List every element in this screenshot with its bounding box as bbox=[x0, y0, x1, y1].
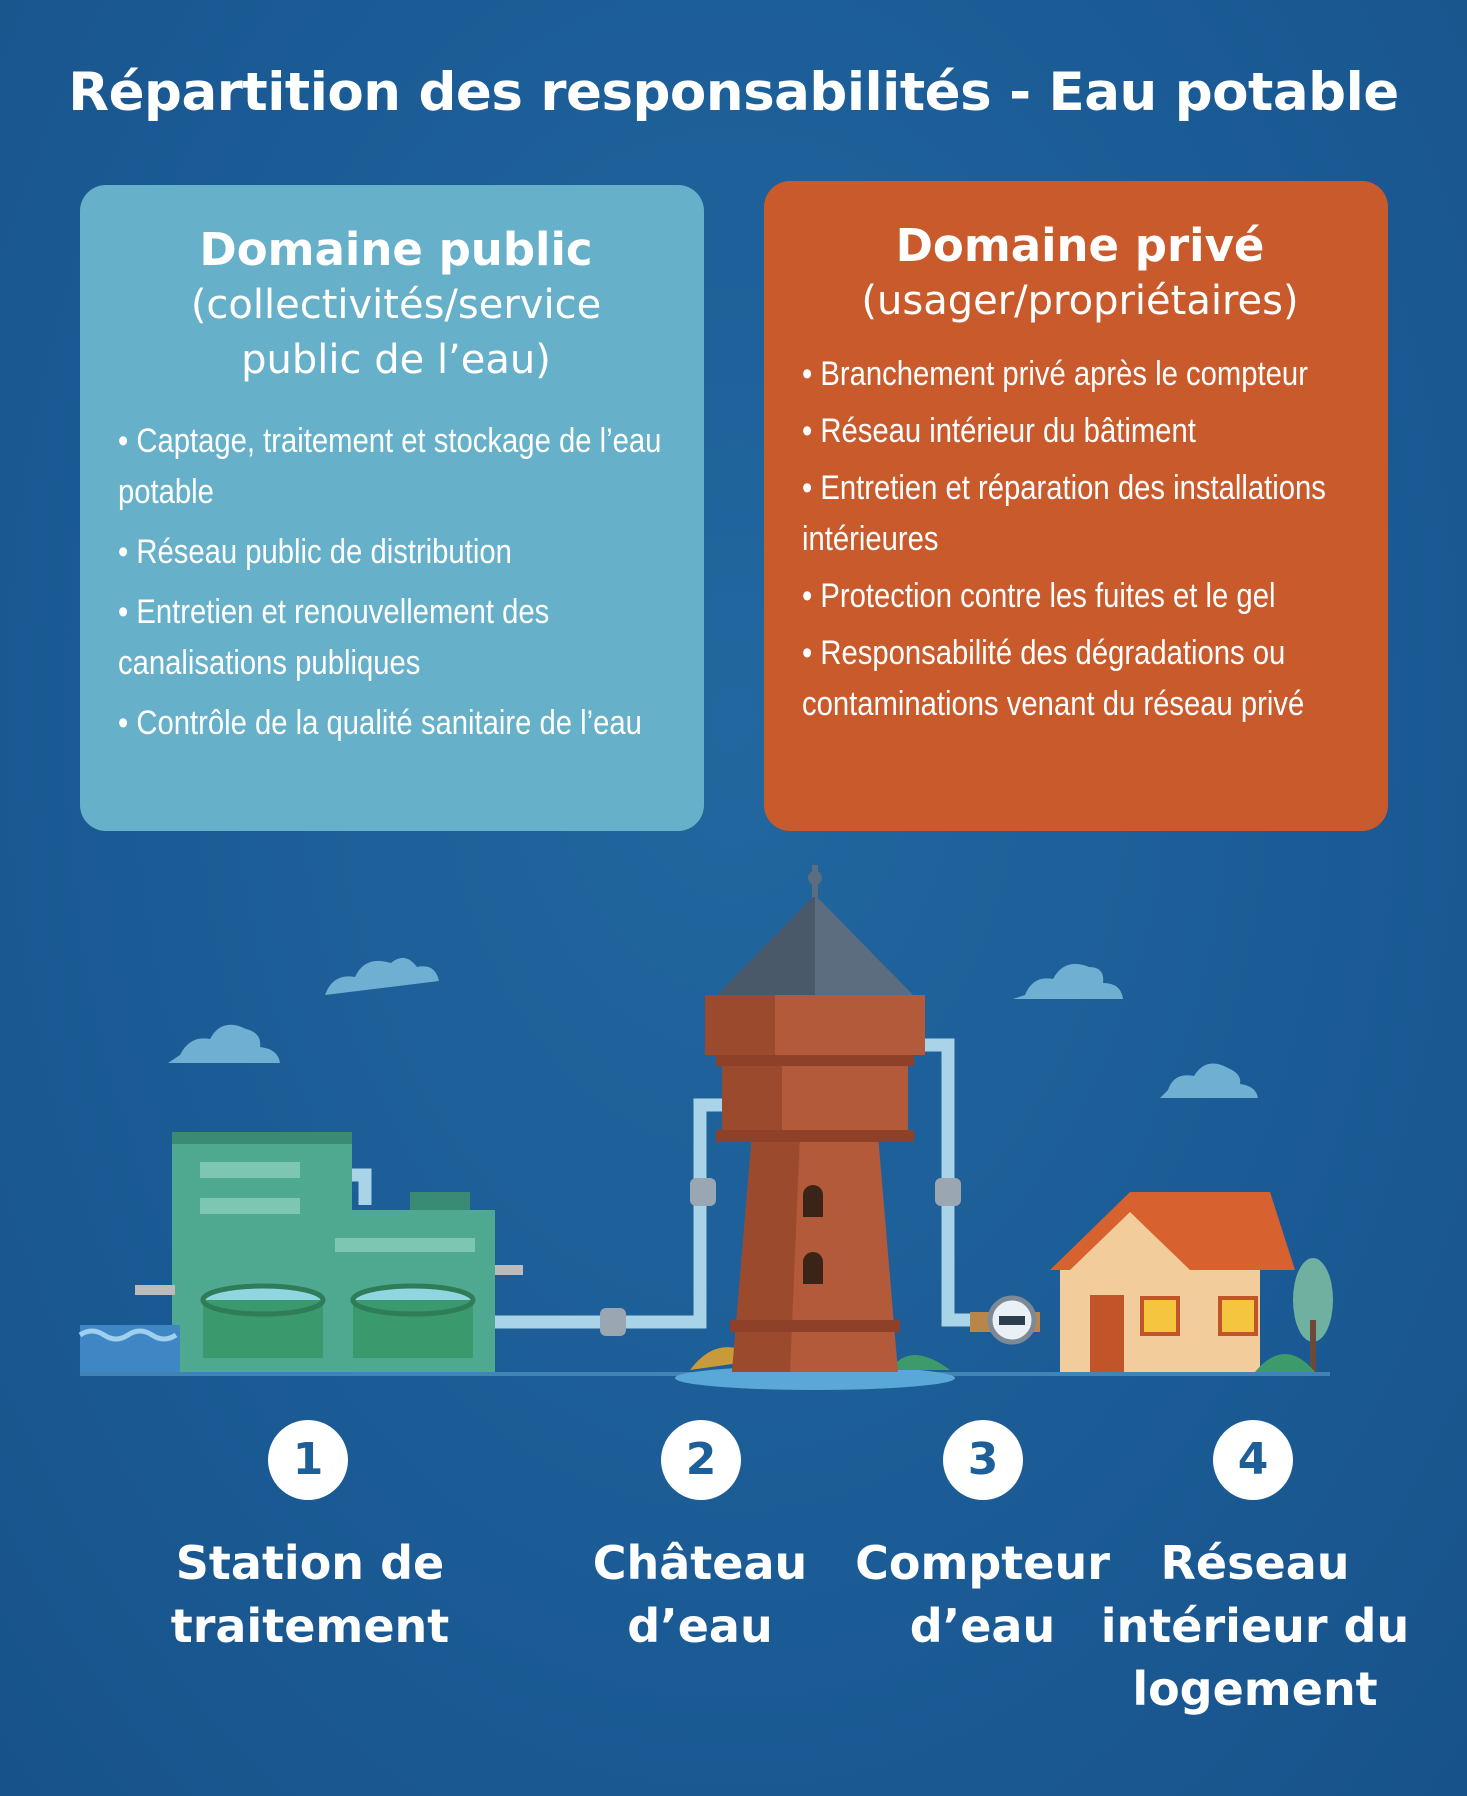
water-tower-icon bbox=[675, 865, 955, 1390]
public-domain-panel: Domaine public (collectivités/service pu… bbox=[80, 185, 704, 831]
house-icon bbox=[1050, 1192, 1333, 1372]
list-item: • Entretien et renouvellement des canali… bbox=[118, 593, 550, 682]
page-title: Répartition des responsabilités - Eau po… bbox=[68, 62, 1399, 123]
step-3-number: 3 bbox=[943, 1420, 1023, 1500]
list-item: • Contrôle de la qualité sanitaire de l’… bbox=[118, 704, 642, 742]
cloud-icon bbox=[168, 957, 1258, 1098]
treatment-station-icon bbox=[78, 1132, 523, 1372]
water-network-illustration bbox=[78, 865, 1333, 1390]
list-item: • Réseau public de distribution bbox=[118, 533, 512, 571]
private-domain-panel: Domaine privé (usager/propriétaires) • B… bbox=[764, 181, 1388, 831]
water-meter-icon bbox=[970, 1295, 1040, 1345]
step-4-number: 4 bbox=[1213, 1420, 1293, 1500]
private-domain-subtitle: (usager/propriétaires) bbox=[861, 278, 1299, 324]
list-item: • Branchement privé après le compteur bbox=[802, 355, 1308, 393]
public-domain-list: • Captage, traitement et stockage de l’e… bbox=[118, 416, 674, 749]
private-domain-title: Domaine privé bbox=[895, 219, 1265, 272]
public-domain-subtitle: (collectivités/service public de l’eau) bbox=[190, 282, 602, 383]
valve-icon bbox=[600, 1178, 961, 1336]
step-3-label: Compteur d’eau bbox=[855, 1536, 1110, 1653]
step-2-label: Château d’eau bbox=[592, 1536, 808, 1653]
public-domain-title: Domaine public bbox=[199, 223, 593, 276]
step-1-label: Station de traitement bbox=[170, 1536, 450, 1653]
list-item: • Protection contre les fuites et le gel bbox=[802, 577, 1276, 615]
step-2-number: 2 bbox=[661, 1420, 741, 1500]
list-item: • Captage, traitement et stockage de l’e… bbox=[118, 422, 662, 511]
list-item: • Entretien et réparation des installati… bbox=[802, 469, 1326, 558]
list-item: • Responsabilité des dégradations ou con… bbox=[802, 634, 1305, 723]
step-1-number: 1 bbox=[268, 1420, 348, 1500]
step-4-label: Réseau intérieur du logement bbox=[1100, 1536, 1410, 1716]
list-item: • Réseau intérieur du bâtiment bbox=[802, 412, 1196, 450]
private-domain-list: • Branchement privé après le compteur • … bbox=[802, 349, 1358, 730]
